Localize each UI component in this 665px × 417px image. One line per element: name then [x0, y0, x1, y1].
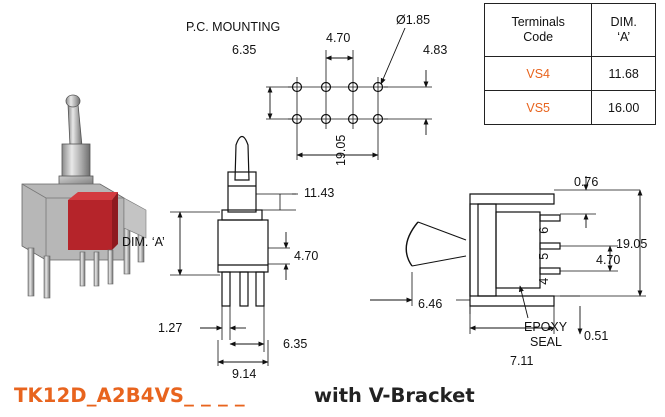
terminal-dim: 16.00 — [591, 90, 656, 125]
terminal-code: VS4 — [483, 56, 593, 91]
dim-a-label: DIM. ‘A’ — [122, 235, 165, 249]
terminal-code: VS5 — [483, 90, 593, 125]
table-row: VS5 16.00 — [483, 90, 656, 125]
pcb-hole-pattern — [266, 27, 432, 160]
front-overall-width-label: 9.14 — [232, 367, 257, 381]
terminal-label-6: 6 — [537, 226, 552, 234]
terminal-label-4: 4 — [537, 277, 552, 285]
side-height-label: 19.05 — [616, 237, 648, 251]
product-photo — [21, 94, 147, 299]
header-dim-a: DIM.‘A’ — [591, 3, 656, 57]
front-view-outline — [170, 135, 298, 366]
pcb-overall-width-label: 19.05 — [334, 134, 348, 166]
pin-width-label: 1.27 — [158, 321, 183, 335]
terminal-dim: 11.68 — [591, 56, 656, 91]
seal-thickness-label: 0.51 — [584, 329, 609, 343]
part-number-title: TK12D_A2B4VS_ _ _ _ — [14, 384, 245, 407]
pcb-side-offset-label: 4.83 — [423, 43, 448, 57]
front-top-height-label: 11.43 — [304, 186, 335, 200]
front-terminal-spacing-label: 4.70 — [294, 249, 319, 263]
side-pitch-label: 4.70 — [596, 253, 621, 267]
bracket-depth-label: 7.11 — [510, 354, 534, 368]
seal-label: SEAL — [530, 335, 562, 349]
inner-width-label: 6.35 — [283, 337, 308, 351]
pcb-pitch-label: 4.70 — [326, 31, 351, 45]
lever-offset-label: 6.46 — [418, 297, 443, 311]
v-bracket-title: with V-Bracket — [314, 384, 475, 407]
epoxy-label: EPOXY — [524, 320, 568, 334]
side-view-outline — [370, 176, 646, 335]
terminal-label-5: 5 — [537, 252, 552, 260]
side-top-offset-label: 0.76 — [574, 175, 599, 189]
hole-diameter-label: Ø1.85 — [396, 13, 431, 27]
table-row: VS4 11.68 — [483, 56, 656, 91]
pcb-mounting-title: P.C. MOUNTING — [186, 20, 281, 34]
pcb-row-offset-label: 6.35 — [232, 43, 257, 57]
